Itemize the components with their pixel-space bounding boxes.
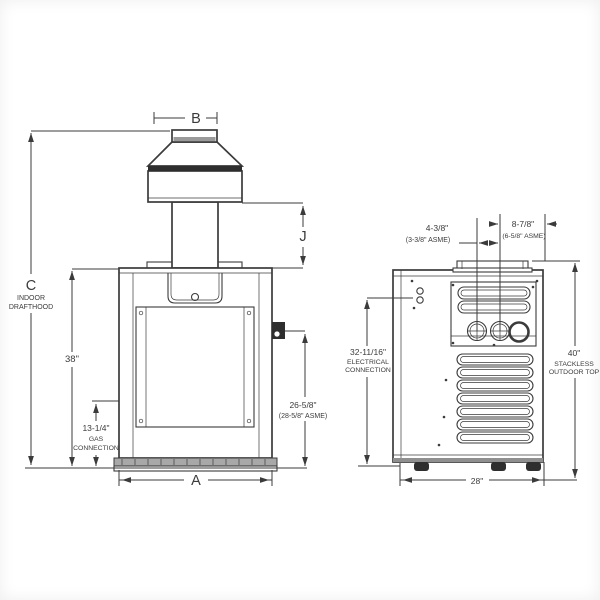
dim-connection-spacing-asme: (3-3/8" ASME) [406,237,451,244]
foot [414,462,429,471]
dim-gas-note1: GAS [89,436,104,443]
dim-electrical-height: 32-11/16" [350,347,386,357]
drain-port-circle [508,321,530,343]
dim-gas-height: 13-1/4" [82,423,109,433]
foot [491,462,506,471]
dim-label-c: C [26,278,36,294]
stub-port [273,330,281,338]
dim-stackless-note1: STACKLESS [554,361,594,368]
foot [526,462,541,471]
dim-cabinet-height: 38" [65,354,79,365]
front-view [113,129,285,472]
collar-band [173,137,216,141]
base-ticks [121,459,266,465]
drafthood [145,129,245,270]
flue-pipe [171,201,219,269]
dim-label-j: J [299,229,306,245]
control-recess [167,273,223,304]
door-screw [246,310,252,316]
door-screw [246,418,252,424]
drafthood-body [147,170,243,203]
rear-view [392,260,544,471]
drafthood-cone [145,141,245,167]
lower-louvers [456,353,534,444]
rivets [410,279,539,447]
dim-water-height: 26-5/8" [289,400,316,410]
dim-label-b: B [191,111,201,127]
dimension-labels: B C INDOOR DRAFTHOOD J 38" 13-1/4" GAS C… [9,111,600,489]
dimension-lines [25,112,580,486]
dim-base-width: 28" [471,476,483,486]
electrical-knockout [416,296,424,304]
dim-electrical-note2: CONNECTION [345,367,391,374]
stack-collar-flange [452,267,533,273]
dim-edge-offset-asme: (6-5/8" ASME) [502,233,545,240]
dim-stackless-note2: OUTDOOR TOP [549,369,600,376]
front-door-panel [135,306,255,428]
dim-gas-note2: CONNECTION [73,445,119,452]
electrical-knockout [416,287,424,295]
dim-electrical-note1: ELECTRICAL [347,359,389,366]
dim-connection-spacing: 4-3/8" [426,223,448,233]
cabinet-outline [118,267,273,459]
louver-slot [457,300,531,314]
dim-edge-offset: 8-7/8" [512,219,534,229]
base-rail [113,457,278,467]
dim-note-indoor: INDOOR [17,295,45,302]
door-screw [138,310,144,316]
door-screw [138,418,144,424]
dim-label-a: A [191,473,201,489]
dim-water-height-asme: (28-5/8" ASME) [279,413,327,420]
cone-band [148,166,242,171]
dim-note-drafthood: DRAFTHOOD [9,304,53,311]
front-cabinet [113,267,285,472]
rear-base-band [393,458,543,462]
dim-stackless-height: 40" [568,348,580,358]
control-knob [190,292,200,302]
louver-slot [457,286,531,300]
